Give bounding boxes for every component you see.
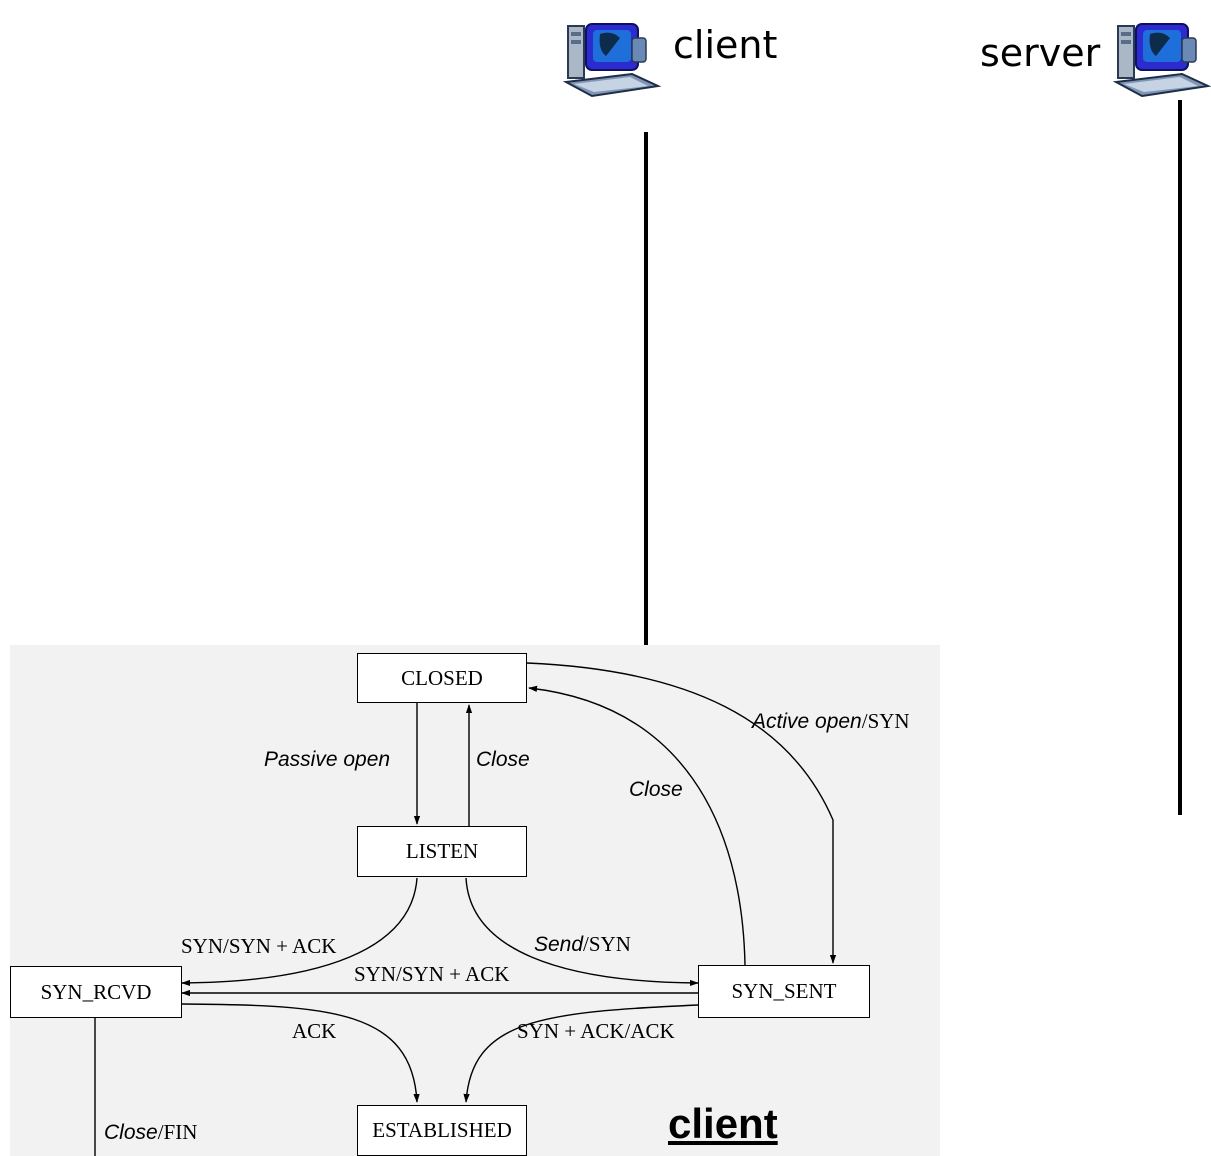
state-syn-sent: SYN_SENT [698,965,870,1018]
server-label: server [980,31,1101,75]
arrow-closed-to-syn-sent [526,662,837,964]
label-synack-ack: SYN + ACK/ACK [517,1019,675,1043]
client-caption: client [668,1100,778,1147]
arrow-listen-to-syn-sent [465,877,699,987]
desktop-computer-icon [1112,23,1211,98]
client-computer-icon [562,23,662,98]
arrow-syn-sent-to-closed [528,685,746,966]
label-close-listen: Close [476,748,530,771]
tcp-state-diagram [10,645,940,1156]
server-timeline [1178,100,1182,815]
state-closed: CLOSED [357,653,527,703]
state-established: ESTABLISHED [357,1105,527,1156]
state-listen: LISTEN [357,826,527,877]
arrow-syn-sent-to-established [463,1004,699,1103]
label-close-fin: Close/FIN [104,1120,198,1144]
client-label: client [673,23,778,67]
server-computer-icon [1112,23,1211,98]
label-passive-open: Passive open [264,748,391,771]
state-syn-rcvd: SYN_RCVD [10,966,182,1018]
arrow-listen-to-syn-rcvd [181,877,418,987]
client-timeline [644,132,648,645]
label-ack: ACK [292,1019,337,1043]
label-active-open: Active open/SYN [752,709,910,733]
label-listen-to-syn-rcvd: SYN/SYN + ACK [181,934,337,958]
label-send-syn: Send/SYN [534,932,631,956]
desktop-computer-icon [562,23,662,98]
label-syn-sent-to-syn-rcvd: SYN/SYN + ACK [354,962,510,986]
arrow-syn-rcvd-to-established [181,1003,420,1103]
label-close-syn-sent: Close [629,778,683,801]
